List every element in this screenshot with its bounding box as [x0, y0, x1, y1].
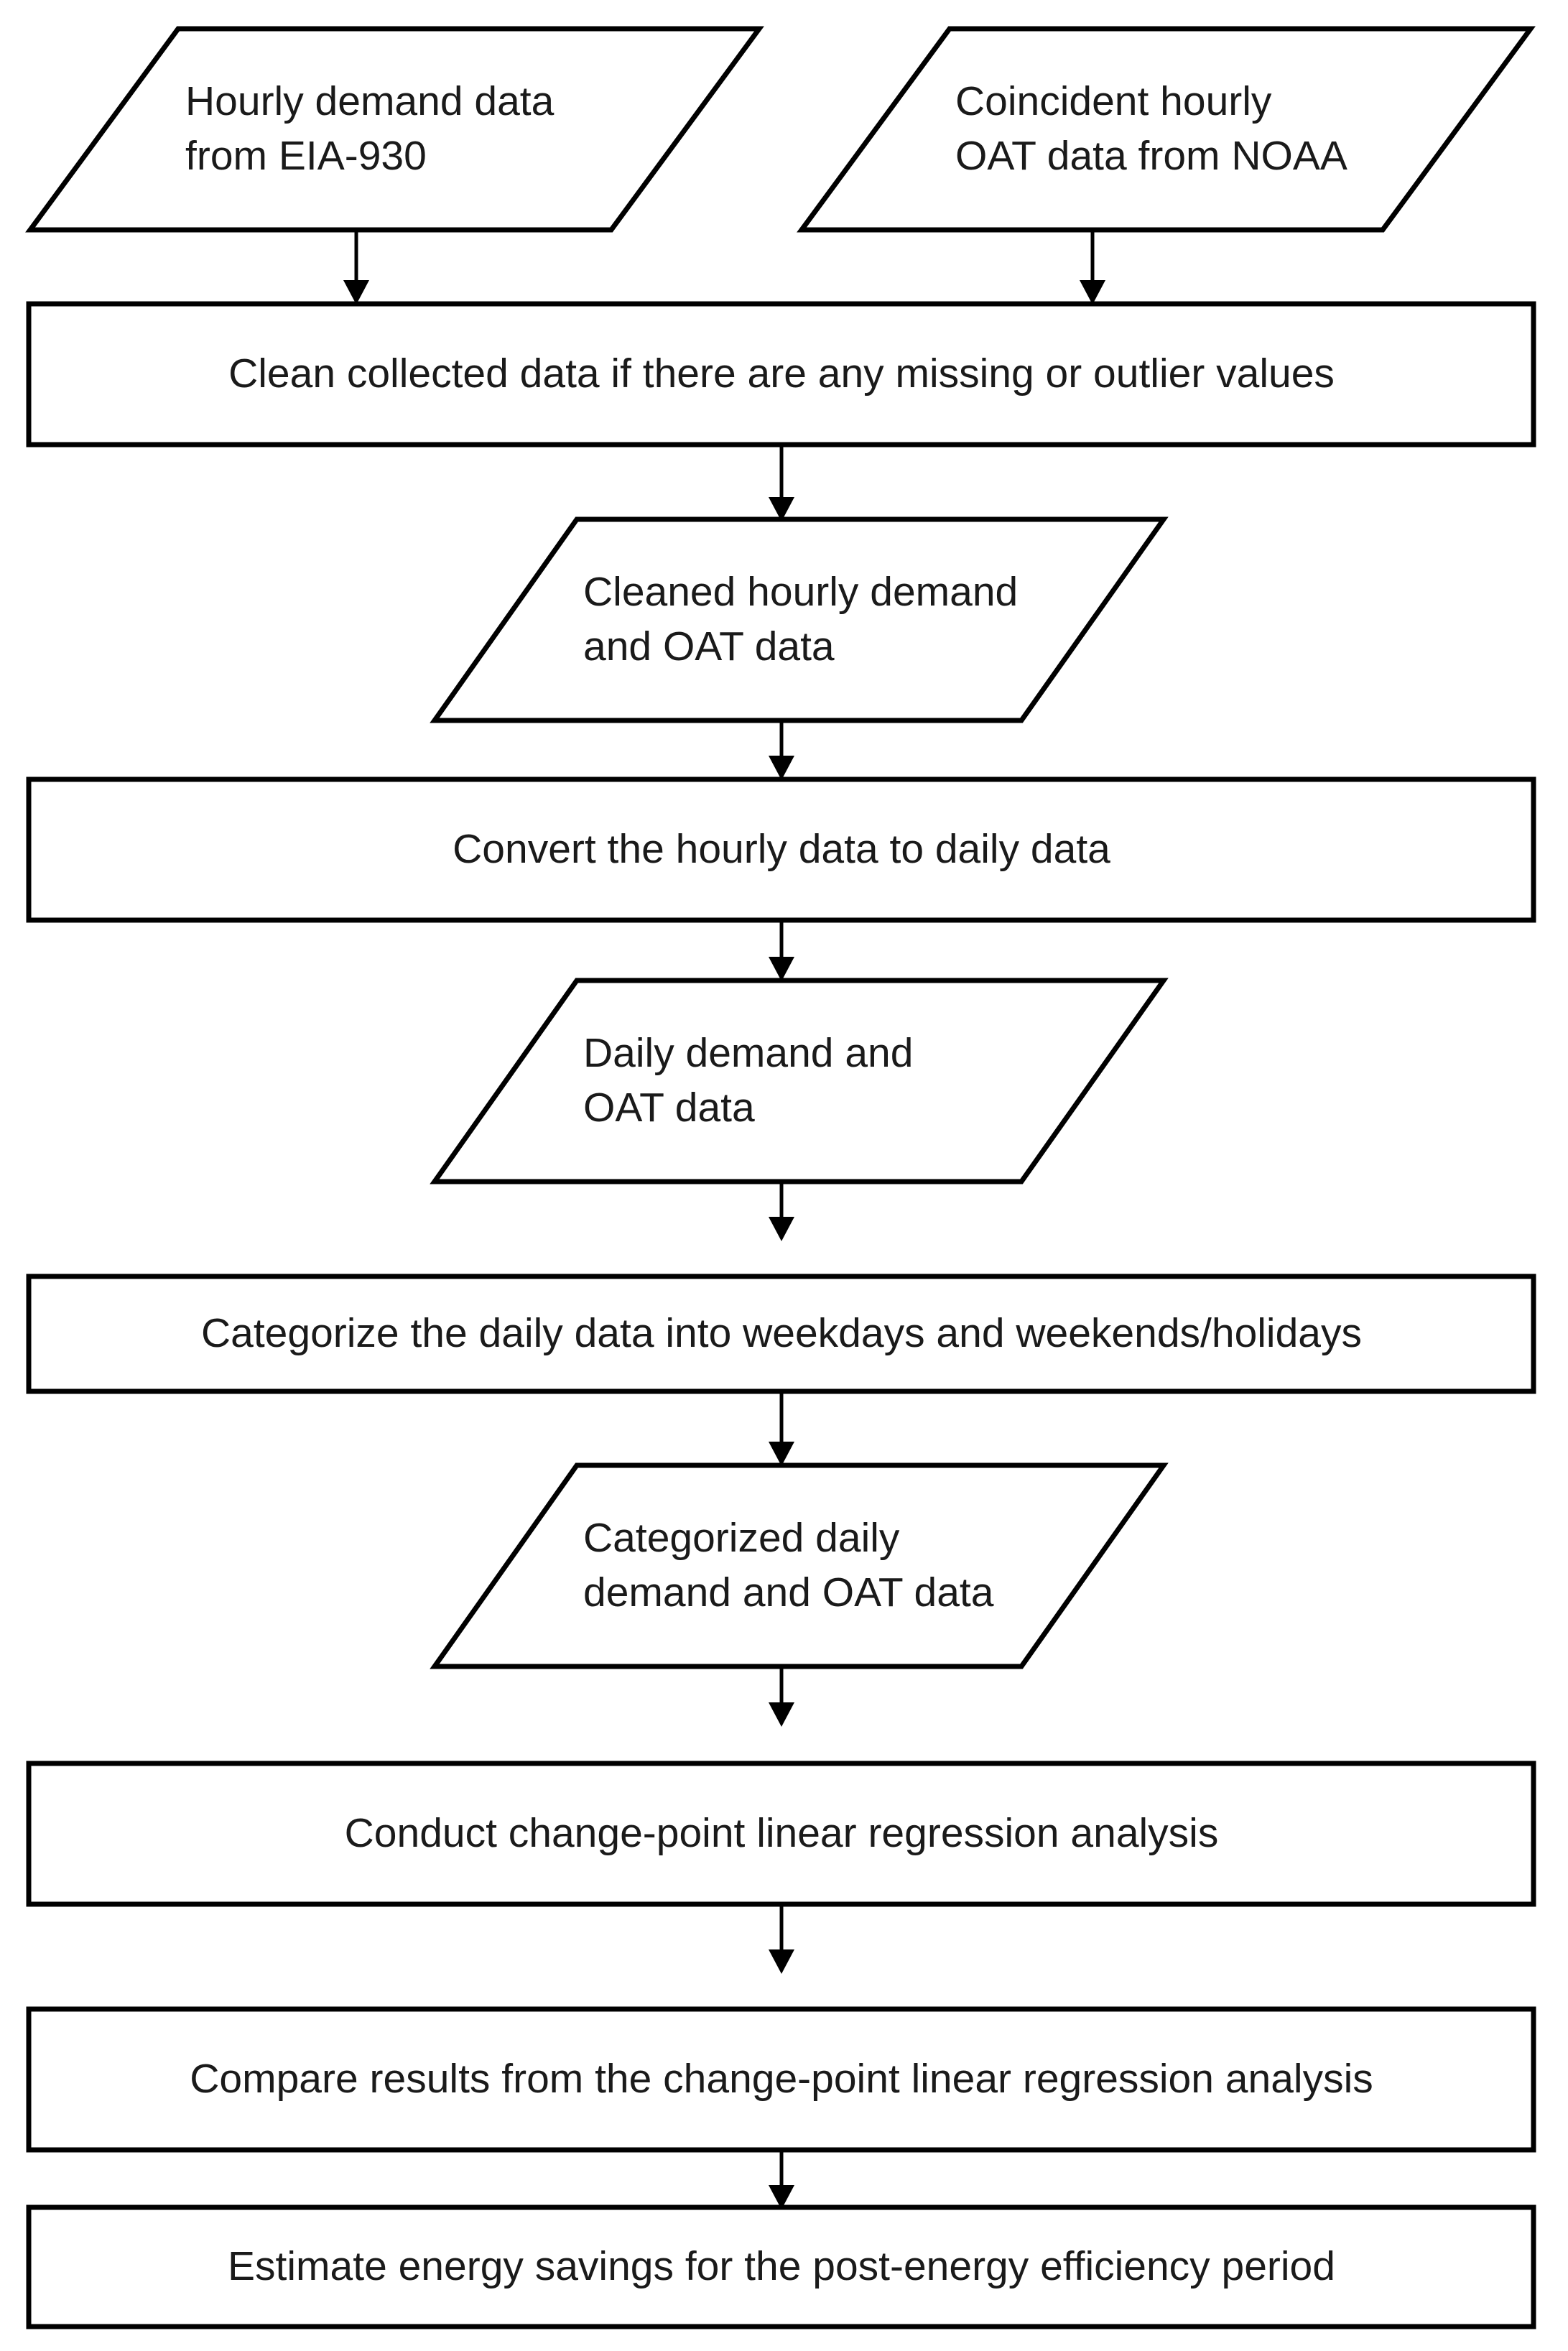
node-daily-demand-oat-data-shape[interactable]	[430, 978, 1169, 1184]
arrow-clean-to-cleaned-data-head	[769, 497, 794, 521]
arrow-compare-to-estimate-head	[769, 2185, 794, 2209]
node-coincident-oat-data-shape[interactable]	[797, 26, 1536, 233]
arrow-categorized-data-to-regression-head	[769, 1702, 794, 1727]
arrow-convert-to-daily-data-head	[769, 957, 794, 981]
node-clean-collected-data-shape[interactable]	[26, 301, 1536, 448]
arrow-regression-to-compare-head	[769, 1949, 794, 1974]
node-cleaned-hourly-data-shape[interactable]	[430, 516, 1169, 723]
node-compare-results-shape[interactable]	[26, 2006, 1536, 2153]
arrow-oat-to-clean-head	[1080, 280, 1105, 305]
node-hourly-demand-data-shape[interactable]	[25, 26, 764, 233]
node-categorize-daily-data-shape[interactable]	[26, 1274, 1536, 1394]
arrow-cleaned-data-to-convert-head	[769, 756, 794, 780]
arrow-daily-data-to-categorize-head	[769, 1217, 794, 1241]
arrow-categorize-to-categorized-data-head	[769, 1442, 794, 1466]
node-estimate-savings-shape[interactable]	[26, 2204, 1536, 2329]
node-conduct-regression-shape[interactable]	[26, 1761, 1536, 1907]
node-convert-hourly-to-daily-shape[interactable]	[26, 776, 1536, 923]
arrow-hourly-demand-to-clean-head	[343, 280, 369, 305]
node-categorized-daily-data-shape[interactable]	[430, 1462, 1169, 1669]
